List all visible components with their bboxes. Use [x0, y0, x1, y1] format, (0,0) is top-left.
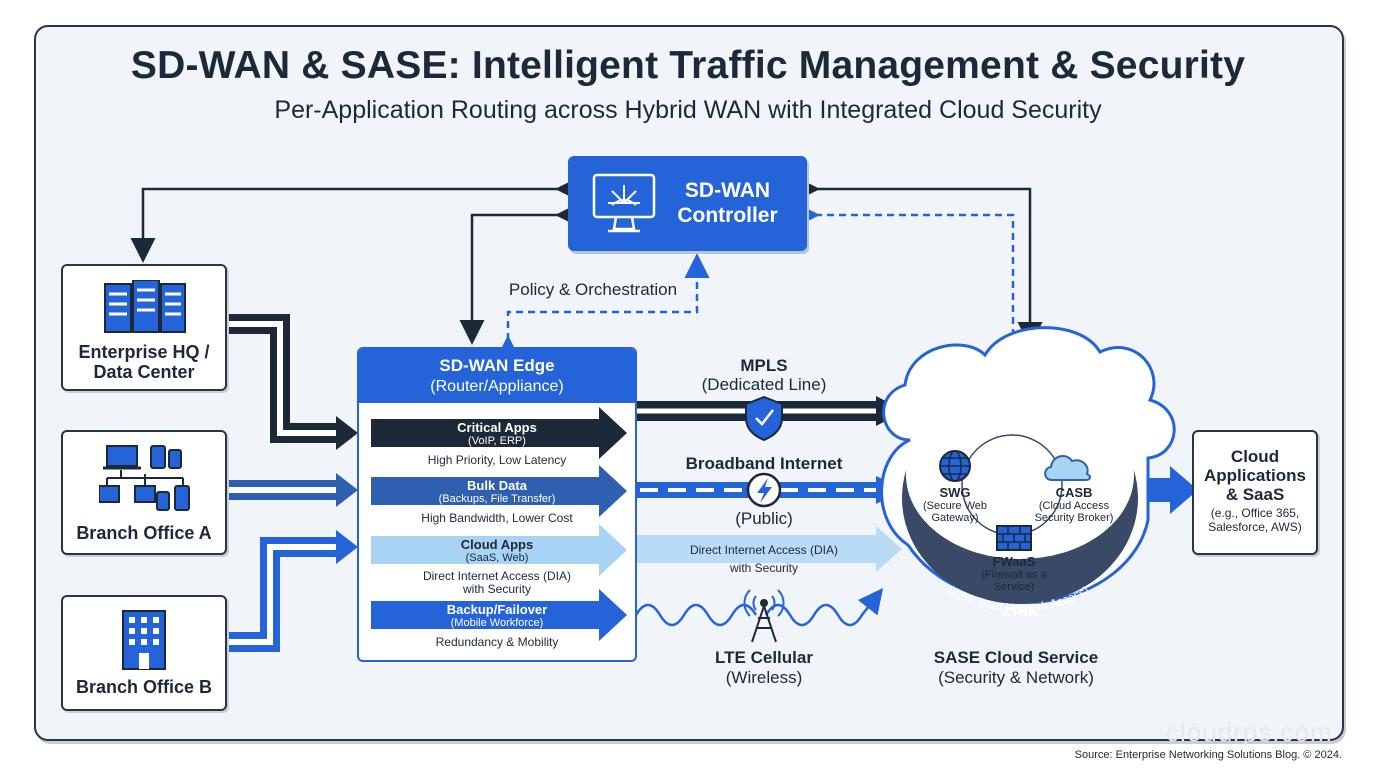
swg-desc-2: Gateway): [931, 512, 979, 524]
dia-label-line1: Direct Internet Access (DIA): [689, 543, 839, 557]
edge-subtitle: (Router/Appliance): [430, 378, 564, 395]
broadband-subtitle: (Public): [735, 509, 793, 528]
casb-desc-1: (Cloud Access: [1038, 500, 1110, 512]
branch-b-pipe: [224, 530, 358, 652]
sase-dashed-link: [795, 202, 1015, 345]
controller-monitor-icon: [592, 173, 656, 233]
dia-link: [634, 526, 902, 572]
site-enterprise-hq: Enterprise HQ / Data Center: [61, 264, 227, 391]
hq-pipe: [224, 314, 358, 450]
cloud-icon: [1044, 455, 1091, 481]
mpls-title: MPLS: [740, 356, 788, 375]
branch-a-pipe: [224, 473, 358, 507]
ztna-subtitle: (Zero Trust Network Access): [946, 583, 1092, 615]
controller-label-line1: SD-WAN: [684, 179, 771, 202]
policy-orchestration-label: Policy & Orchestration: [508, 280, 678, 299]
swg-desc-1: (Secure Web: [923, 500, 987, 512]
lane-sub: (SaaS, Web): [465, 552, 529, 564]
lane-name: Critical Apps: [457, 420, 537, 435]
cell-tower-icon: [743, 589, 785, 643]
globe-icon: [939, 450, 971, 482]
controller-sase-link: [795, 176, 1043, 347]
lane-desc: High Priority, Low Latency: [427, 453, 567, 467]
lane-name: Backup/Failover: [446, 602, 548, 617]
branch-a-label: Branch Office A: [76, 523, 212, 543]
svg-text:(Zero Trust Network Access): (Zero Trust Network Access): [946, 583, 1092, 615]
lane-sub: (Mobile Workforce): [450, 617, 544, 629]
site-branch-a: Branch Office A: [61, 430, 227, 555]
controller-edge-link: [459, 202, 580, 345]
mpls-subtitle: (Dedicated Line): [701, 375, 827, 394]
cloud-apps-line4: (e.g., Office 365,: [1210, 506, 1300, 520]
sase-fwaas: FWaaS (Firewall as a Service): [964, 554, 1064, 593]
sdwan-edge: SD-WAN Edge (Router/Appliance) Critical …: [357, 347, 637, 662]
lane-sub: (Backups, File Transfer): [438, 493, 556, 505]
firewall-icon: [996, 525, 1032, 551]
policy-dashed-link: [495, 253, 710, 360]
lte-title: LTE Cellular: [715, 648, 813, 667]
sase-cloud: [880, 326, 1176, 604]
cloud-apps-line5: Salesforce, AWS): [1208, 520, 1302, 534]
controller-label-line2: Controller: [677, 204, 778, 227]
swg-name: SWG: [939, 485, 971, 500]
page-subtitle: Per-Application Routing across Hybrid WA…: [274, 96, 1102, 124]
lane-cloud-apps: Cloud Apps (SaaS, Web): [359, 537, 635, 565]
sase-subtitle: (Security & Network): [938, 668, 1094, 687]
lane-sub: (VoIP, ERP): [468, 435, 526, 447]
cloud-applications-box: Cloud Applications & SaaS (e.g., Office …: [1192, 430, 1318, 555]
building-icon: [122, 610, 166, 670]
devices-network-icon: [99, 445, 190, 511]
branch-b-label: Branch Office B: [75, 677, 213, 697]
cloud-apps-line3: & SaaS: [1225, 485, 1285, 504]
broadband-title: Broadband Internet: [685, 454, 843, 473]
lane-desc: High Bandwidth, Lower Cost: [421, 511, 573, 525]
fwaas-desc-2: Service): [993, 581, 1035, 593]
source-footer: Source: Enterprise Networking Solutions …: [1074, 749, 1342, 761]
shield-icon: [745, 395, 783, 442]
sdwan-controller: SD-WAN Controller: [568, 156, 807, 251]
lane-desc: Direct Internet Access (DIA): [422, 569, 572, 583]
lane-desc: Redundancy & Mobility: [435, 635, 559, 649]
fwaas-name: FWaaS: [992, 554, 1036, 569]
lane-name: Cloud Apps: [460, 537, 534, 552]
lte-subtitle: (Wireless): [725, 668, 803, 687]
ztna-name: ZTNA: [1002, 604, 1038, 619]
sase-casb: CASB (Cloud Access Security Broker): [1020, 485, 1128, 524]
fwaas-desc-1: (Firewall as a: [981, 569, 1047, 581]
lane-backup-failover: Backup/Failover (Mobile Workforce): [359, 602, 635, 630]
lane-name: Bulk Data: [467, 478, 527, 493]
sase-swg: SWG (Secure Web Gateway): [905, 485, 1005, 524]
casb-name: CASB: [1055, 485, 1093, 500]
site-branch-b: Branch Office B: [61, 595, 227, 711]
cloud-apps-line1: Cloud: [1230, 447, 1280, 466]
lightning-icon: [746, 472, 782, 508]
controller-hq-link: [130, 176, 580, 263]
dia-label-line2: with Security: [729, 561, 799, 575]
hq-label-line1: Enterprise HQ /: [78, 342, 210, 362]
lane-critical-apps: Critical Apps (VoIP, ERP): [359, 420, 635, 448]
edge-lane-arrows: [371, 407, 627, 641]
casb-desc-2: Security Broker): [1034, 512, 1114, 524]
server-icon: [104, 280, 186, 333]
cloud-apps-line2: Applications: [1203, 466, 1306, 485]
sase-title: SASE Cloud Service: [933, 648, 1099, 667]
lane-bulk-data: Bulk Data (Backups, File Transfer): [359, 478, 635, 506]
page-title: SD-WAN & SASE: Intelligent Traffic Manag…: [130, 44, 1246, 87]
edge-title: SD-WAN Edge: [439, 356, 555, 375]
lane-desc-2: with Security: [462, 582, 532, 596]
watermark: cloudrps.com: [1166, 717, 1333, 747]
hq-label-line2: Data Center: [93, 362, 195, 382]
edge-header: SD-WAN Edge (Router/Appliance): [359, 349, 635, 403]
